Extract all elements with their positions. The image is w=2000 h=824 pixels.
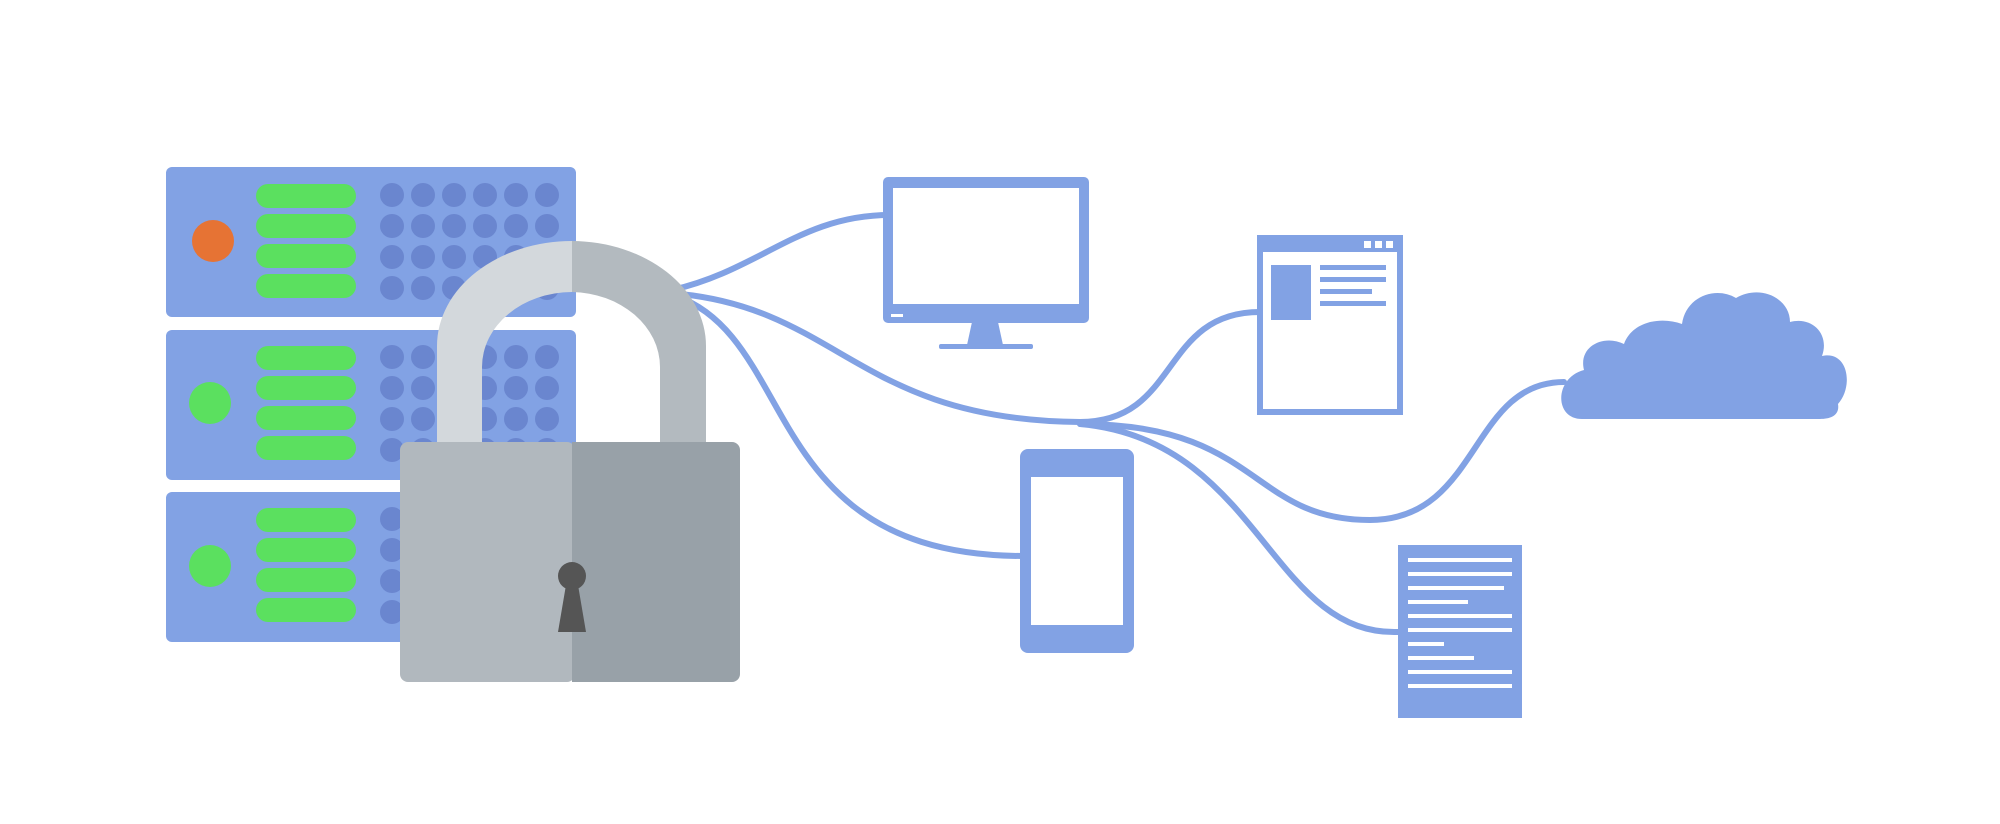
vent-dot — [442, 214, 466, 238]
vent-dot — [380, 183, 404, 207]
vent-dot — [442, 183, 466, 207]
padlock-icon — [400, 241, 740, 682]
drive-bar — [256, 184, 356, 208]
drive-bars — [256, 508, 356, 622]
vent-dot — [504, 407, 528, 431]
vent-dot — [504, 376, 528, 400]
document-text-line — [1408, 558, 1512, 562]
browser-text-line — [1320, 277, 1386, 282]
cloud-shape — [1561, 292, 1847, 419]
drive-bar — [256, 274, 356, 298]
drive-bar — [256, 376, 356, 400]
browser-button — [1386, 241, 1393, 248]
monitor-screen — [893, 188, 1079, 304]
monitor-power-led — [891, 314, 903, 317]
vent-dot — [380, 214, 404, 238]
vent-dot — [380, 345, 404, 369]
vent-dot — [411, 345, 435, 369]
document-text-lines — [1408, 558, 1512, 688]
document-text-line — [1408, 684, 1512, 688]
browser-text-line — [1320, 265, 1386, 270]
vent-dot — [380, 600, 404, 624]
phone-screen — [1031, 477, 1123, 625]
smartphone-icon — [1020, 449, 1134, 653]
monitor-stand — [967, 322, 1003, 345]
drive-bar — [256, 214, 356, 238]
vent-dot — [411, 245, 435, 269]
vent-dot — [473, 214, 497, 238]
drive-bars — [256, 184, 356, 298]
vent-dot — [535, 214, 559, 238]
wire-to-document — [1077, 421, 1401, 636]
drive-bar — [256, 244, 356, 268]
padlock-body-seam — [572, 442, 584, 682]
document-text-line — [1408, 586, 1504, 590]
vent-dot — [504, 214, 528, 238]
monitor-icon — [883, 177, 1089, 349]
browser-text-line — [1320, 289, 1372, 294]
document-text-line — [1408, 614, 1512, 618]
vent-dot — [380, 438, 404, 462]
vent-dot — [380, 376, 404, 400]
status-light-orange — [192, 220, 234, 262]
vent-dot — [411, 376, 435, 400]
vent-dot — [504, 183, 528, 207]
browser-button — [1375, 241, 1382, 248]
vent-dot — [411, 407, 435, 431]
drive-bar — [256, 568, 356, 592]
document-text-line — [1408, 572, 1512, 576]
connection-wires — [669, 212, 1567, 636]
document-text-line — [1408, 656, 1474, 660]
drive-bar — [256, 436, 356, 460]
document-text-line — [1408, 600, 1468, 604]
document-text-line — [1408, 642, 1444, 646]
vent-dot — [504, 345, 528, 369]
wire-to-monitor — [669, 212, 893, 293]
status-light-green — [189, 545, 231, 587]
vent-dot — [411, 183, 435, 207]
padlock-body-left — [400, 442, 575, 682]
cloud-icon — [1561, 292, 1847, 419]
document-icon — [1398, 545, 1522, 718]
document-text-line — [1408, 628, 1512, 632]
browser-window-icon — [1257, 235, 1403, 415]
vent-dot — [380, 538, 404, 562]
padlock-shackle-right — [572, 241, 706, 444]
drive-bar — [256, 346, 356, 370]
document-text-line — [1408, 670, 1512, 674]
vent-dot — [411, 214, 435, 238]
vent-dot — [380, 569, 404, 593]
vent-dot — [380, 245, 404, 269]
vent-dot — [535, 183, 559, 207]
vent-dot — [535, 376, 559, 400]
vent-dot — [473, 183, 497, 207]
drive-bars — [256, 346, 356, 460]
drive-bar — [256, 538, 356, 562]
browser-text-line — [1320, 301, 1386, 306]
vent-dot — [535, 407, 559, 431]
padlock-body-right — [572, 442, 740, 682]
vent-dot — [380, 507, 404, 531]
vent-dot — [535, 345, 559, 369]
vent-dot — [380, 276, 404, 300]
drive-bar — [256, 406, 356, 430]
drive-bar — [256, 508, 356, 532]
monitor-base — [939, 344, 1033, 349]
vent-dot — [380, 407, 404, 431]
wire-to-phone — [673, 293, 1027, 559]
browser-image-block — [1271, 265, 1311, 320]
wire-to-browser-window — [677, 291, 1263, 426]
browser-button — [1364, 241, 1371, 248]
keyhole-icon — [558, 562, 586, 632]
vent-dot — [411, 276, 435, 300]
wire-to-cloud — [1077, 379, 1567, 524]
status-light-green — [189, 382, 231, 424]
vent-dot — [442, 245, 466, 269]
padlock-shackle-left — [437, 241, 572, 444]
drive-bar — [256, 598, 356, 622]
